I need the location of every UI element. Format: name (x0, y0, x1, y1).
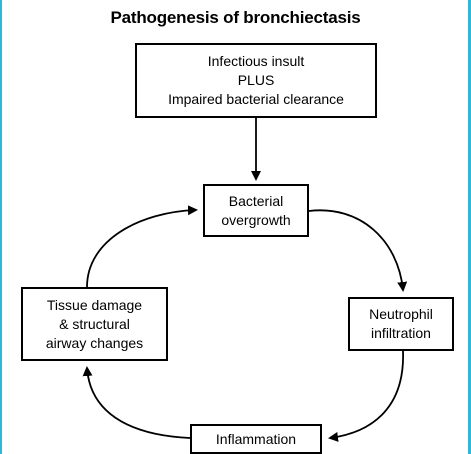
arrow-overgrowth-to-neutrophil (308, 209, 408, 292)
diagram-title: Pathogenesis of bronchiectasis (110, 8, 361, 27)
node-infectious-insult: Infectious insult PLUS Impaired bacteria… (135, 43, 377, 118)
node-bacterial-overgrowth: Bacterial overgrowth (203, 184, 309, 237)
node-overgrowth-line-2: overgrowth (221, 211, 291, 228)
node-insult-line-1: Infectious insult (207, 53, 305, 69)
node-overgrowth-line-1: Bacterial (228, 192, 284, 209)
node-tissue-damage: Tissue damage & structural airway change… (21, 287, 168, 361)
node-tissue-line-3: airway changes (45, 334, 144, 351)
node-neutrophil-line-1: Neutrophil (369, 306, 433, 322)
node-neutrophil-infiltration: Neutrophil infiltration (348, 297, 454, 351)
arrow-inflammation-to-tissue (82, 366, 191, 439)
node-tissue-line-2: & structural (59, 315, 130, 332)
node-inflammation: Inflammation (190, 424, 322, 454)
arrow-neutrophil-to-inflammation (328, 350, 404, 442)
node-inflammation-line-1: Inflammation (215, 430, 297, 447)
left-edge-accent (0, 0, 2, 454)
node-neutrophil-line-2: infiltration (371, 325, 431, 341)
node-insult-line-2: PLUS (237, 72, 275, 88)
arrow-tissue-to-overgrowth (86, 205, 198, 288)
right-edge-accent (468, 0, 471, 454)
node-tissue-line-1: Tissue damage (46, 296, 143, 313)
node-insult-line-3: Impaired bacterial clearance (168, 91, 344, 107)
